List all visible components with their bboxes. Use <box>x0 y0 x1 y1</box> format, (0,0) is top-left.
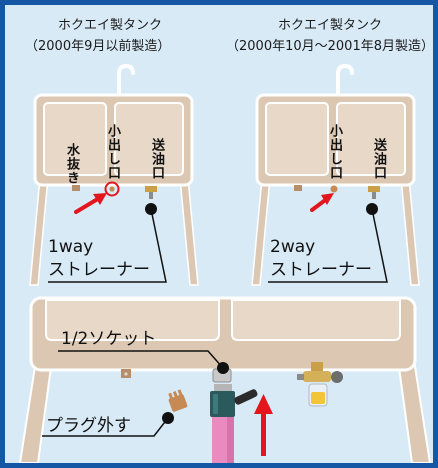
right-callout-line <box>268 208 388 283</box>
right-outlet-fitting <box>330 185 338 193</box>
right-label-feed-port: 送油口 <box>371 138 386 180</box>
left-label-small-outlet: 小出し口 <box>105 124 120 180</box>
left-tank-date: （2000年9月以前製造） <box>25 39 171 54</box>
left-tank <box>29 63 199 286</box>
feed-valve-body <box>303 371 331 382</box>
right-tank-compartment-left <box>265 102 329 176</box>
right-tank <box>251 63 420 286</box>
right-vent-pipe <box>336 63 354 98</box>
plug-icon <box>168 389 188 412</box>
plug-remove-label: プラグ外す <box>46 416 131 436</box>
feed-valve-knob <box>331 371 343 383</box>
socket-label: 1/2ソケット <box>61 329 157 349</box>
left-vent-pipe <box>117 63 135 98</box>
right-feed-valve <box>368 186 380 192</box>
bottom-tank <box>18 296 432 463</box>
right-label-small-outlet: 小出し口 <box>327 124 342 180</box>
right-tank-compartment-right <box>336 102 406 176</box>
left-label-feed-port: 送油口 <box>149 138 164 180</box>
left-tank-compartment-left <box>43 102 107 176</box>
left-outlet-fitting <box>109 186 115 192</box>
right-strainer-label: ストレーナー <box>270 260 372 280</box>
up-arrow-head <box>254 394 273 414</box>
left-tank-title: ホクエイ製タンク <box>58 18 163 33</box>
left-tank-leg-left <box>29 177 49 286</box>
bottom-tank-leg-left <box>18 359 54 463</box>
right-tank-date: （2000年10月～2001年8月製造） <box>226 39 433 54</box>
feed-valve-top <box>311 362 323 371</box>
left-drain-tab <box>72 185 80 191</box>
right-tank-leg-left <box>251 177 271 286</box>
left-tank-leg-right <box>179 177 199 286</box>
left-strainer-type: 1way <box>48 237 94 257</box>
left-feed-valve-stem <box>149 192 153 199</box>
left-callout-line <box>48 208 167 283</box>
left-tank-compartment-right <box>114 102 184 176</box>
left-label-water-drain: 水抜き <box>64 143 79 185</box>
socket-nut <box>214 384 232 392</box>
right-red-arrowhead <box>321 193 334 205</box>
right-tank-leg-right <box>400 177 420 286</box>
strainer-highlight <box>213 394 218 414</box>
diagram-art <box>18 63 432 463</box>
left-outlet-ring <box>104 181 120 197</box>
feed-valve-side <box>297 374 304 380</box>
bottom-tank-leg-right <box>396 359 432 463</box>
strainer-handle <box>234 389 258 405</box>
diagram-panel: ホクエイ製タンク （2000年9月以前製造） ホクエイ製タンク （2000年10… <box>5 5 433 463</box>
right-feed-valve-stem <box>372 192 376 199</box>
left-red-arrowhead <box>93 193 107 205</box>
plug-callout-line <box>42 417 169 437</box>
bottom-tank-compartment-right <box>231 299 401 341</box>
left-strainer-label: ストレーナー <box>48 260 150 280</box>
socket-callout-line <box>58 350 224 369</box>
right-tank-title: ホクエイ製タンク <box>278 18 383 33</box>
pink-pipe-shade <box>227 417 234 463</box>
left-feed-valve <box>145 186 157 192</box>
right-drain-tab <box>294 185 302 191</box>
right-strainer-type: 2way <box>270 237 316 257</box>
bottom-drain-tab-hole <box>124 372 128 376</box>
up-arrow-shaft <box>261 412 266 456</box>
bottom-tank-compartment-left <box>45 299 220 341</box>
feed-cup-oil <box>311 392 325 404</box>
